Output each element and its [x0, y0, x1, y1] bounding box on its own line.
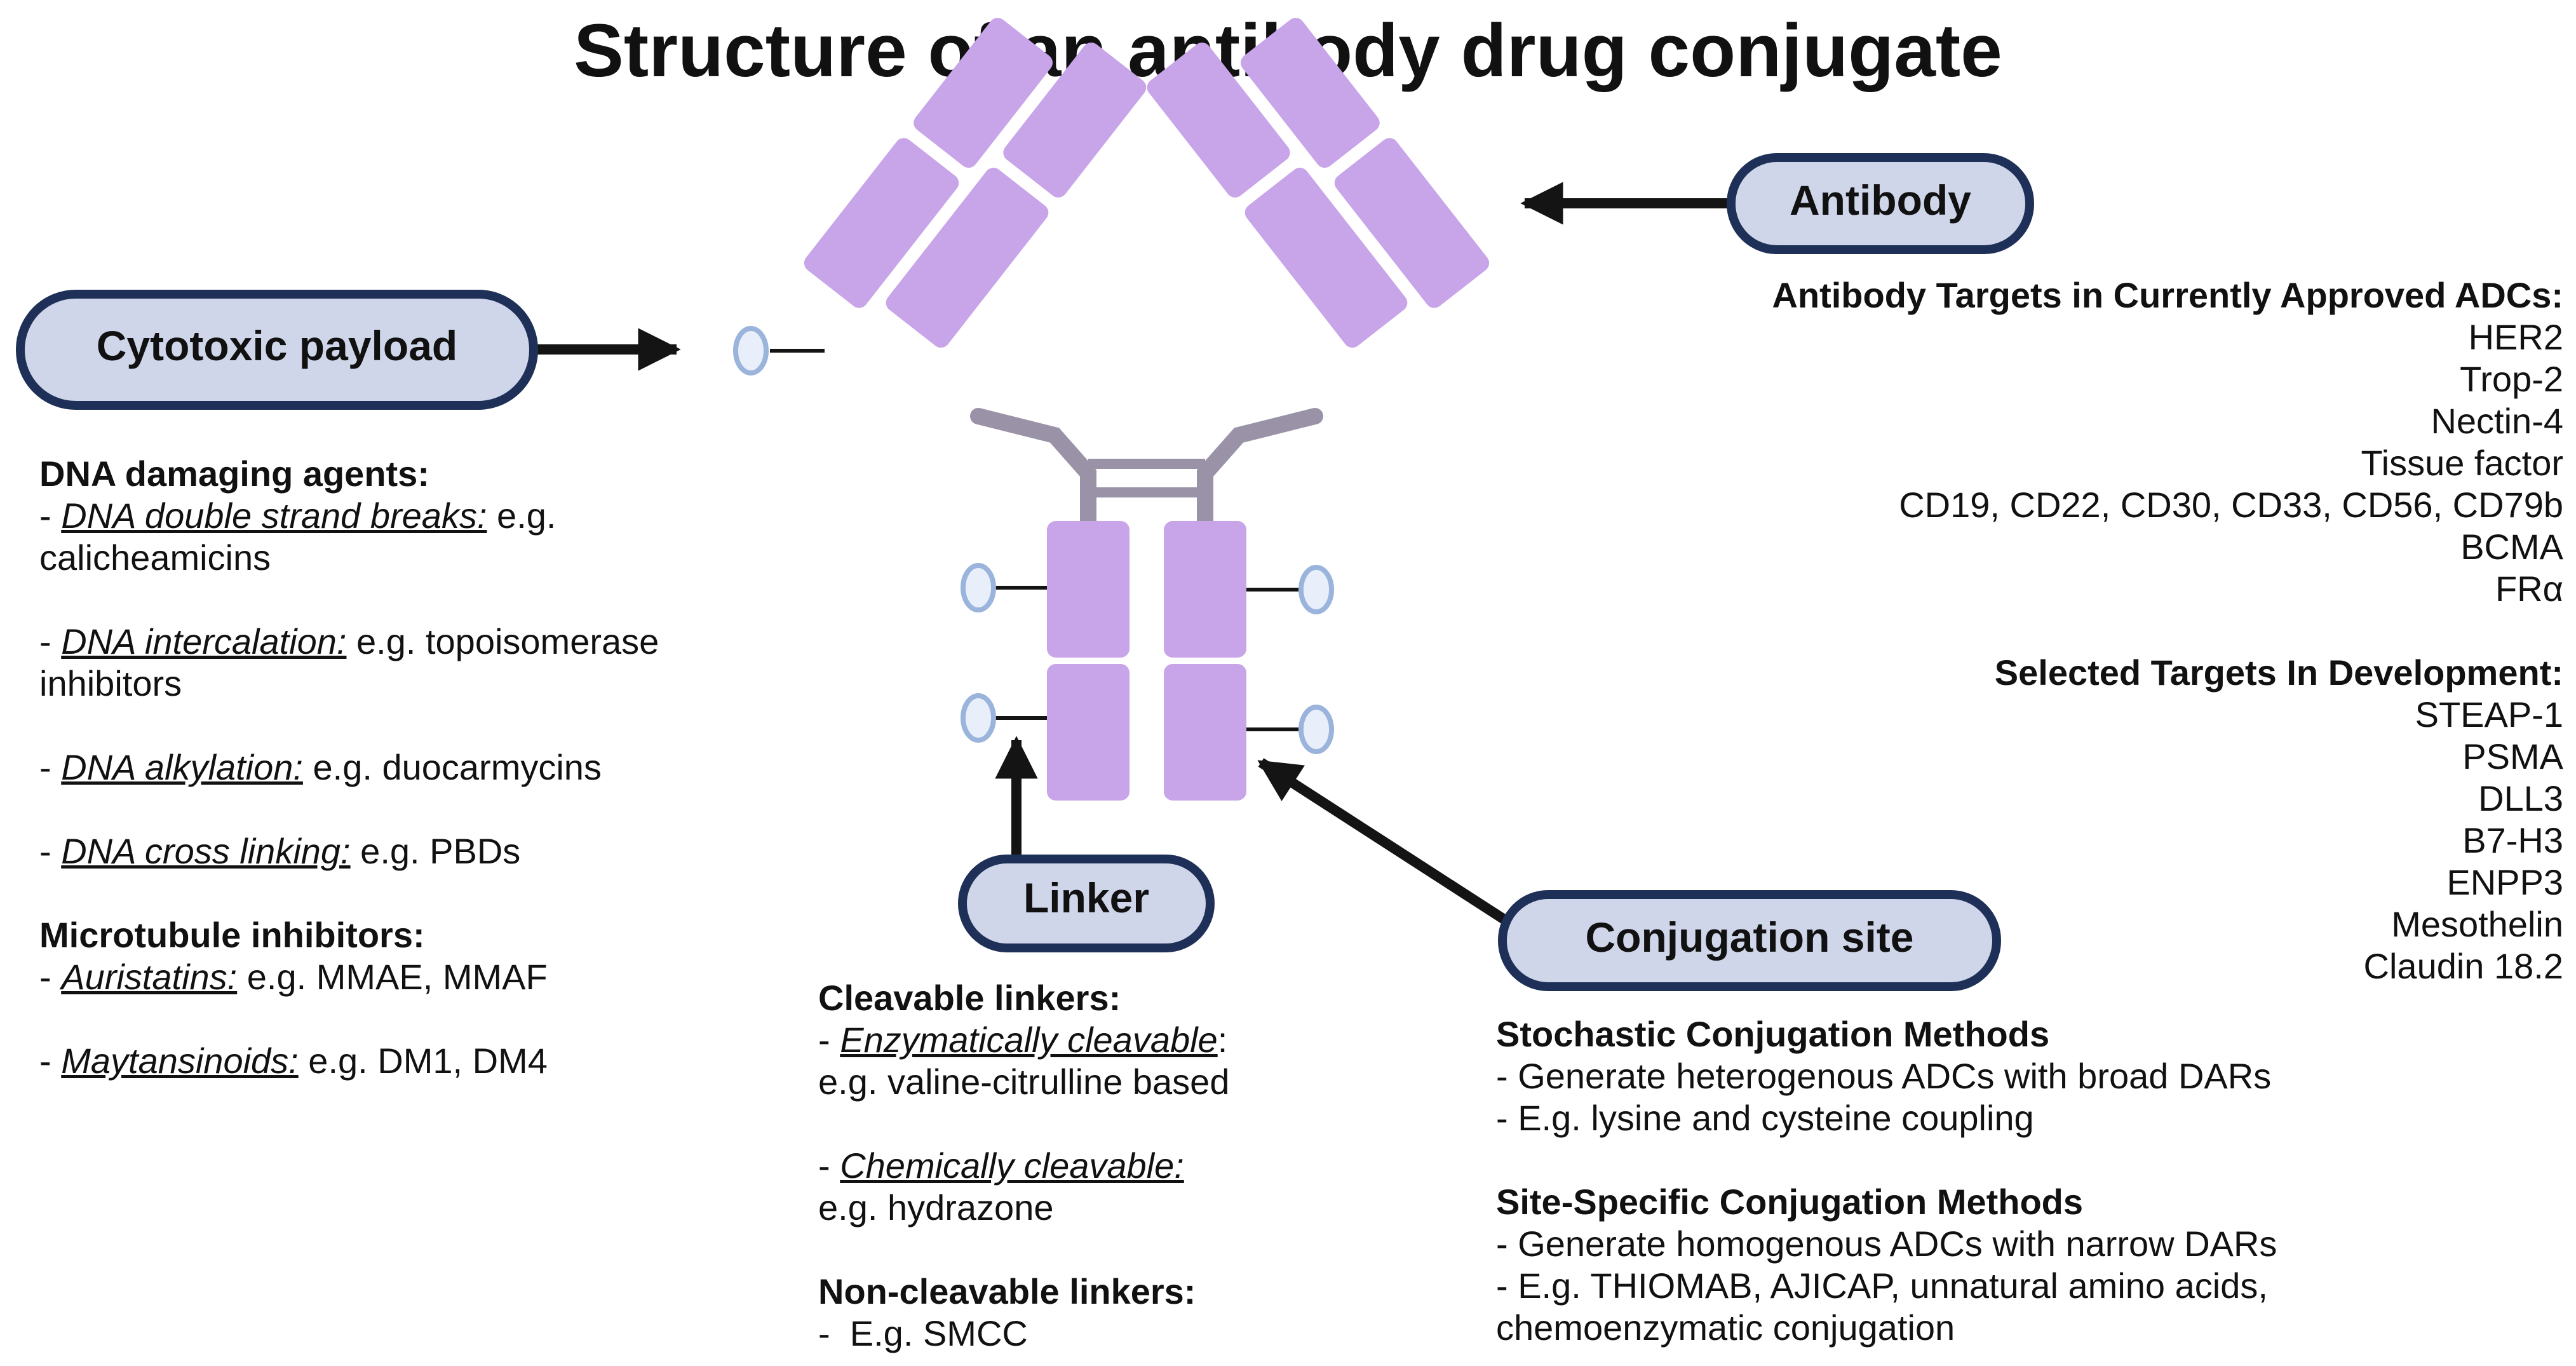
- targets-info: Antibody Targets in Currently Approved A…: [1772, 274, 2563, 987]
- conjugation-item: - Generate homogenous ADCs with narrow D…: [1496, 1224, 2277, 1264]
- target-item: B7-H3: [2462, 820, 2563, 860]
- payload-oval: [1298, 705, 1334, 754]
- fab-arm-right: [1147, 18, 1490, 348]
- disulfide-bridge: [1088, 459, 1205, 497]
- svg-text:Antibody: Antibody: [1790, 177, 1971, 224]
- svg-text:Cytotoxic payload: Cytotoxic payload: [97, 322, 457, 369]
- target-item: Claudin 18.2: [2363, 946, 2563, 986]
- noncleavable-heading: Non-cleavable linkers:: [818, 1271, 1196, 1311]
- target-item: DLL3: [2478, 778, 2563, 818]
- linker-item: - Enzymatically cleavable:: [818, 1020, 1228, 1060]
- payload-oval: [961, 693, 996, 743]
- linker-info: Cleavable linkers: - Enzymatically cleav…: [818, 977, 1229, 1355]
- target-item: STEAP-1: [2415, 694, 2563, 734]
- microtubule-heading: Microtubule inhibitors:: [39, 915, 425, 955]
- target-item: PSMA: [2462, 736, 2563, 776]
- dna-item: - DNA alkylation: e.g. duocarmycins: [39, 747, 602, 787]
- fab-arm-left: [804, 18, 1147, 348]
- development-heading: Selected Targets In Development:: [1994, 653, 2563, 693]
- target-item: FRα: [2495, 569, 2563, 609]
- svg-text:Linker: Linker: [1023, 874, 1149, 921]
- target-item: Mesothelin: [2391, 904, 2563, 944]
- linker-label: Linker: [958, 855, 1215, 952]
- svg-text:Conjugation site: Conjugation site: [1586, 914, 1914, 961]
- dna-item: - DNA intercalation: e.g. topoisomerase: [39, 621, 659, 661]
- target-item: BCMA: [2460, 527, 2563, 567]
- conjugation-info: Stochastic Conjugation Methods - Generat…: [1496, 1013, 2277, 1349]
- micro-item: - Auristatins: e.g. MMAE, MMAF: [39, 957, 548, 997]
- target-item: HER2: [2468, 317, 2563, 357]
- dna-damaging-heading: DNA damaging agents:: [39, 454, 429, 494]
- hinge-region: [970, 408, 1323, 536]
- target-item: CD19, CD22, CD30, CD33, CD56, CD79b: [1899, 485, 2563, 525]
- linker-example: - E.g. SMCC: [818, 1313, 1028, 1353]
- dna-item-cont: calicheamicins: [39, 538, 271, 578]
- dna-item: - DNA double strand breaks: e.g.: [39, 496, 556, 536]
- payload-oval: [1298, 565, 1334, 614]
- linker-example: e.g. valine-citrulline based: [818, 1062, 1230, 1102]
- payload-ovals: [733, 326, 1334, 754]
- payload-oval: [961, 563, 996, 612]
- dna-item-cont: inhibitors: [39, 663, 182, 703]
- micro-item: - Maytansinoids: e.g. DM1, DM4: [39, 1041, 548, 1081]
- cytotoxic-payload-label: Cytotoxic payload: [16, 290, 538, 410]
- linker-example: e.g. hydrazone: [818, 1187, 1054, 1227]
- arrows: [534, 182, 1728, 929]
- payload-oval: [733, 326, 769, 375]
- site-specific-heading: Site-Specific Conjugation Methods: [1496, 1182, 2084, 1222]
- approved-heading: Antibody Targets in Currently Approved A…: [1772, 275, 2563, 315]
- target-item: Trop-2: [2460, 359, 2563, 399]
- arrow-to-conjugation-site: [1257, 758, 1515, 929]
- conjugation-site-label: Conjugation site: [1498, 890, 2001, 991]
- target-item: ENPP3: [2446, 862, 2563, 902]
- conjugation-item: - E.g. THIOMAB, AJICAP, unnatural amino …: [1496, 1266, 2268, 1306]
- cleavable-heading: Cleavable linkers:: [818, 978, 1121, 1018]
- linker-item: - Chemically cleavable:: [818, 1146, 1184, 1186]
- conjugation-item: - Generate heterogenous ADCs with broad …: [1496, 1056, 2272, 1096]
- target-item: Nectin-4: [2431, 401, 2563, 441]
- dna-item: - DNA cross linking: e.g. PBDs: [39, 831, 521, 871]
- payload-info: DNA damaging agents: - DNA double strand…: [39, 453, 659, 1082]
- target-item: Tissue factor: [2361, 443, 2563, 483]
- antibody-label: Antibody: [1727, 153, 2034, 254]
- conjugation-item: - E.g. lysine and cysteine coupling: [1496, 1098, 2034, 1138]
- conjugation-item: chemoenzymatic conjugation: [1496, 1308, 1955, 1348]
- fc-stem: [1047, 521, 1246, 801]
- stochastic-heading: Stochastic Conjugation Methods: [1496, 1014, 2050, 1054]
